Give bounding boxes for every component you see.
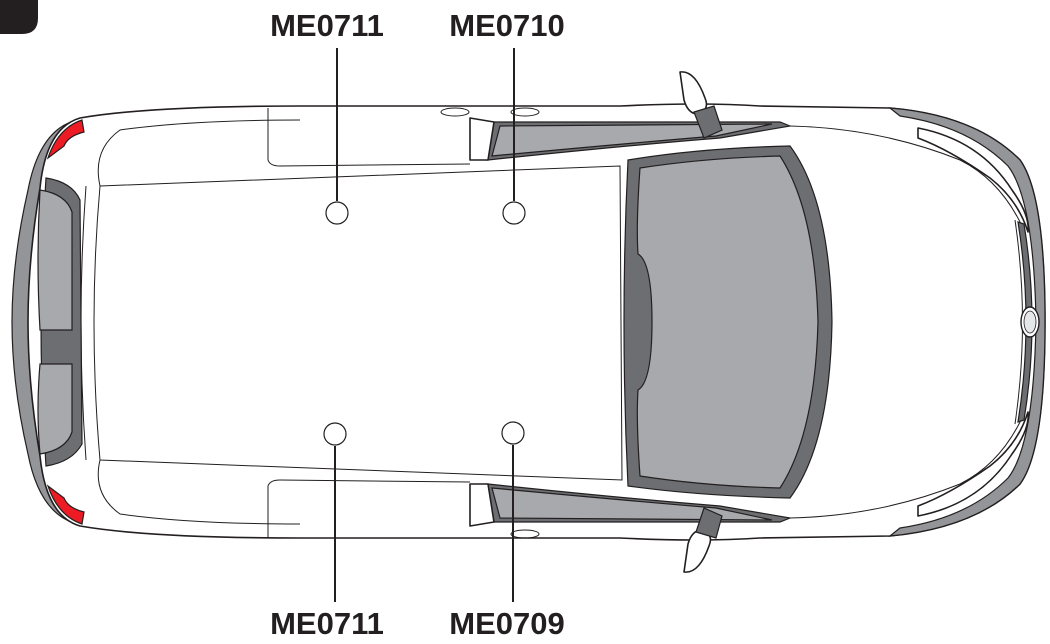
van-body: [11, 71, 1046, 573]
windscreen-glass: [636, 155, 819, 489]
corner-badge: [0, 0, 38, 34]
label-bottom-left: ME0711: [270, 606, 384, 641]
mount-point-bottom-left: [323, 422, 347, 602]
tail-light-bottom: [46, 484, 85, 525]
roof-panel: [93, 165, 623, 481]
label-top-right: ME0710: [449, 8, 564, 43]
label-top-left: ME0711: [270, 8, 384, 43]
mirror-bottom: [683, 507, 723, 573]
tail-light-top: [46, 119, 85, 160]
rear-window-lower: [37, 363, 73, 455]
rear-window-upper: [37, 189, 73, 331]
mount-point-top-right: [502, 48, 526, 225]
mount-point-bottom-right: [501, 421, 525, 602]
mount-point-top-left: [325, 48, 349, 225]
label-bottom-right: ME0709: [449, 606, 564, 641]
mirror-top: [679, 71, 723, 139]
front-bumper: [888, 107, 1046, 537]
